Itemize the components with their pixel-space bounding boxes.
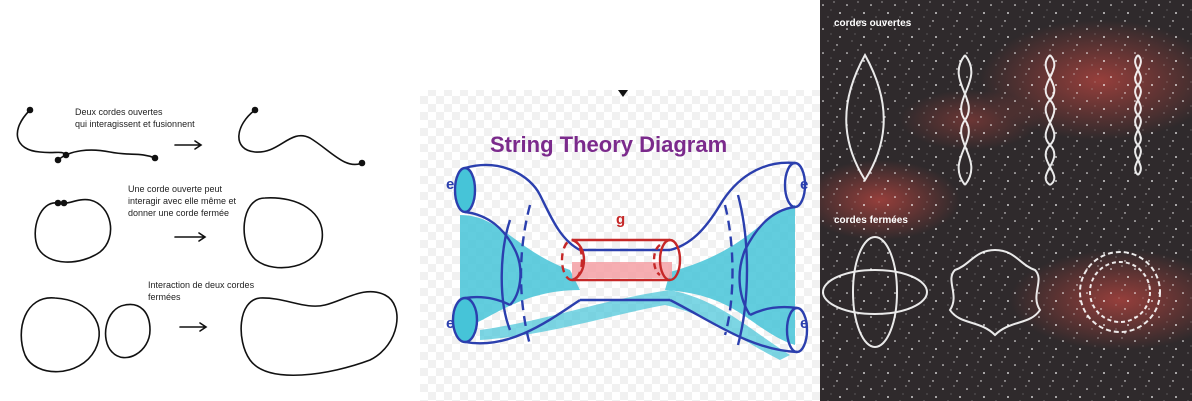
arrow-2 — [174, 232, 207, 242]
diagram-title: String Theory Diagram — [490, 132, 728, 157]
label-e-bottom-right: e — [800, 315, 809, 332]
note-open-strings-merge: Deux cordes ouvertes qui interagissent e… — [75, 107, 195, 129]
open-string-b — [57, 149, 156, 161]
vibrating-strings-panel: cordes ouvertes cordes fermées — [820, 0, 1192, 401]
open-string-mode-4 — [1134, 54, 1142, 176]
open-string-a — [16, 109, 67, 156]
vibrating-strings-drawing — [820, 0, 1192, 401]
closed-string-mode-3 — [1079, 251, 1161, 333]
open-string-mode-1 — [845, 52, 885, 182]
string-interactions-drawing — [16, 106, 398, 376]
label-e-top-right: e — [800, 176, 809, 193]
checker-background — [420, 90, 820, 401]
arrow-1 — [174, 140, 203, 150]
merged-closed-string — [240, 290, 398, 376]
left-bottom-string-end — [451, 296, 479, 344]
left-top-string-end — [453, 166, 477, 214]
closed-string-2 — [20, 297, 100, 373]
label-g: g — [616, 211, 626, 228]
closed-string-1 — [243, 197, 324, 269]
arrow-3 — [179, 322, 208, 332]
open-string-mode-2 — [957, 54, 973, 186]
note-open-to-closed: Une corde ouverte peut interagir avec el… — [128, 184, 237, 218]
open-string-mode-3 — [1044, 54, 1056, 186]
graviton-tube — [560, 238, 682, 282]
label-e-top-left: e — [446, 176, 455, 193]
label-open-strings: cordes ouvertes — [834, 18, 912, 29]
closed-string-mode-1a — [822, 269, 928, 315]
closed-string-3 — [104, 303, 151, 359]
string-interactions-panel: Deux cordes ouvertes qui interagissent e… — [0, 0, 420, 401]
marker-triangle — [618, 90, 628, 97]
note-closed-strings: Interaction de deux cordes fermées — [148, 280, 255, 302]
string-theory-diagram-panel: String Theory Diagram e e e e g — [420, 0, 820, 401]
label-e-bottom-left: e — [446, 315, 455, 332]
merged-open-string — [238, 109, 363, 166]
closed-string-mode-2 — [948, 248, 1042, 337]
self-interacting-string — [34, 198, 112, 263]
closed-string-mode-1b — [852, 236, 898, 348]
label-closed-strings: cordes fermées — [834, 215, 908, 226]
